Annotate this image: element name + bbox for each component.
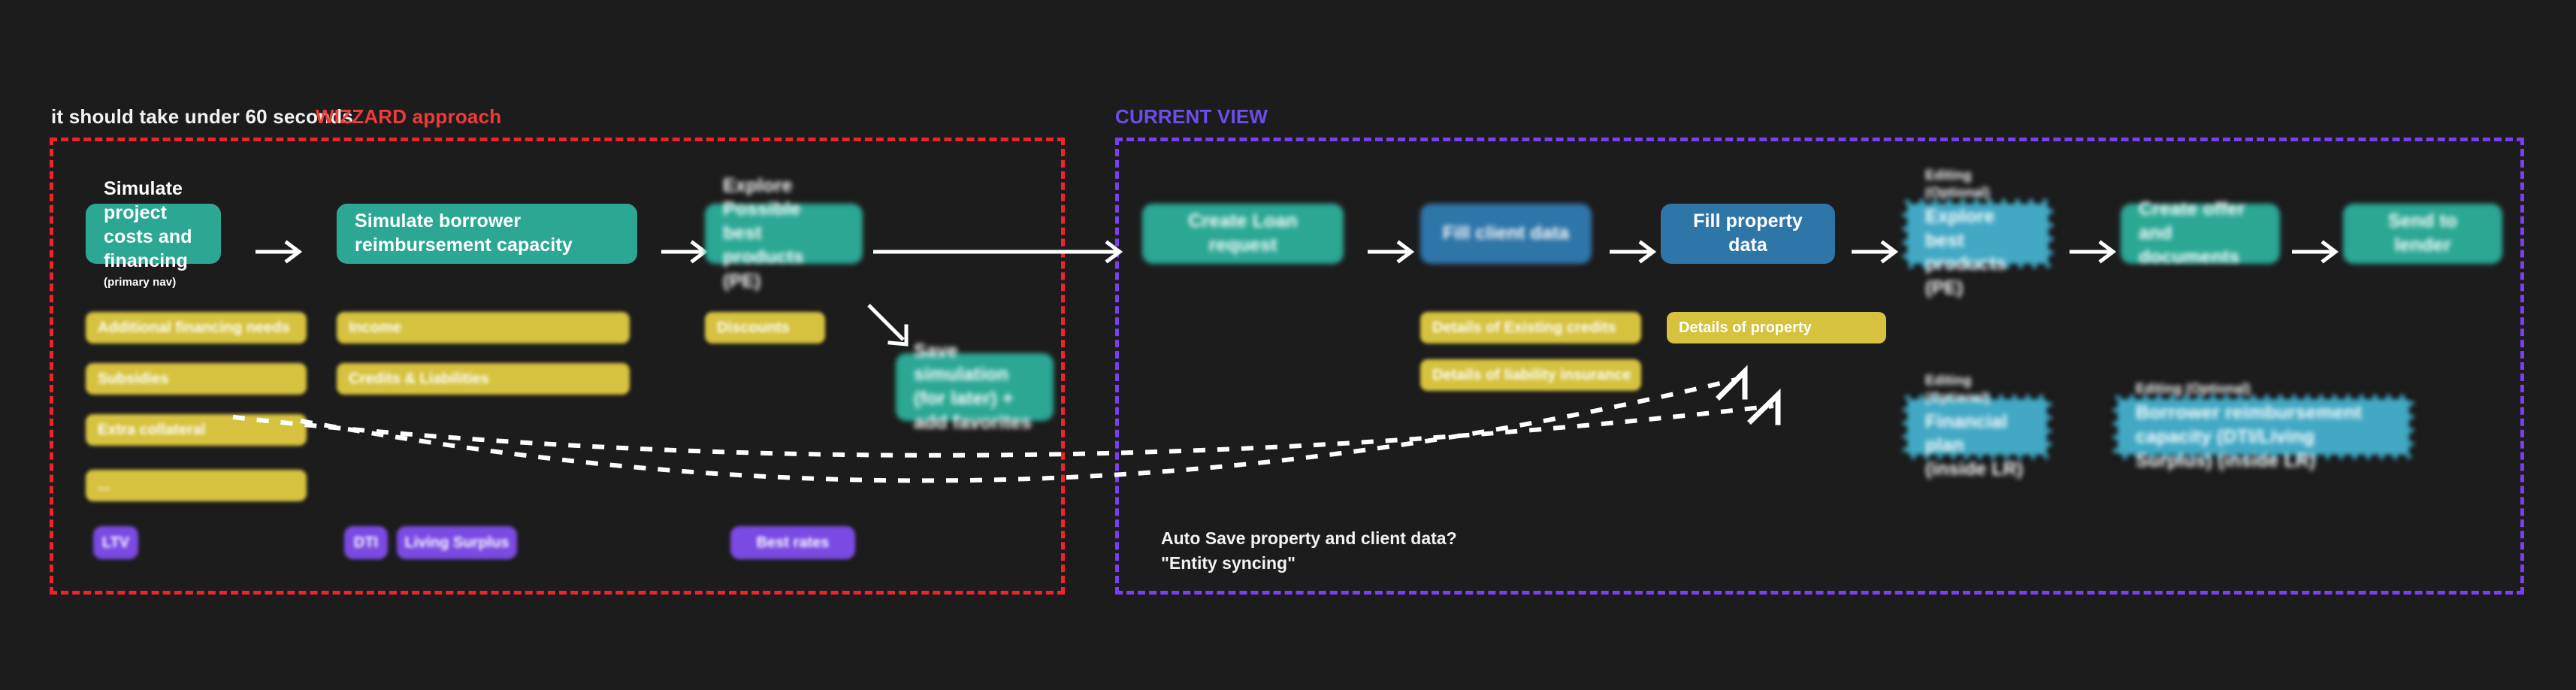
node-simulate-project-costs[interactable]: Simulate project costs and financing (pr… — [86, 178, 221, 289]
current-view-region-frame — [1115, 138, 2524, 595]
card-editing-borrower-reimbursement-capacity[interactable]: Editing (Optional) Borrower reimbursemen… — [2113, 381, 2414, 471]
node-label: Send to lender — [2387, 210, 2458, 256]
pill-metric-best-rates[interactable]: Best rates — [730, 526, 855, 559]
pill-metric-living-surplus[interactable]: Living Surplus — [397, 526, 517, 559]
pill-metric-ltv[interactable]: LTV — [93, 526, 138, 559]
pill-label: Details of Existing credits — [1432, 319, 1616, 336]
pill-label: Best rates — [756, 534, 830, 551]
node-label: Fill client data — [1442, 222, 1570, 244]
card-label: Editing (Optional) Borrower reimbursemen… — [2136, 380, 2391, 473]
pill-additional-financing-needs[interactable]: Additional financing needs — [86, 312, 307, 343]
node-create-loan-request[interactable]: Create Loan request — [1142, 204, 1344, 264]
left-section-caption-primary: it should take under 60 seconds — [51, 105, 354, 128]
card-header: Editing (Optional) — [2136, 381, 2251, 397]
node-label: Simulate project costs and financing (pr… — [104, 177, 203, 289]
card-editing-financial-plan[interactable]: Editing (Optional) Financial plan (insid… — [1903, 373, 2051, 480]
node-save-simulation[interactable]: Save simulation (for later) + add favori… — [896, 340, 1054, 433]
pill-label: ... — [98, 477, 110, 494]
node-label: Simulate borrower reimbursement capacity — [355, 210, 573, 256]
node-send-to-lender[interactable]: Send to lender — [2343, 204, 2502, 264]
node-label: Fill property data — [1693, 210, 1803, 256]
node-fill-property-data[interactable]: Fill property data — [1661, 204, 1835, 264]
pill-label: Extra collateral — [98, 421, 206, 438]
pill-income[interactable]: Income — [337, 312, 630, 343]
node-fill-client-data[interactable]: Fill client data — [1420, 204, 1592, 264]
pill-details-of-property[interactable]: Details of property — [1667, 312, 1886, 343]
node-label: Create offer and documents — [2139, 198, 2245, 268]
arrow-explore-to-current-view — [872, 239, 1127, 265]
node-header: Editing (Optional) — [1925, 168, 1990, 200]
node-create-offer-and-documents[interactable]: Create offer and documents — [2121, 198, 2280, 268]
wizzard-region-frame — [50, 138, 1065, 595]
node-explore-possible-best-products[interactable]: Explore Possible best products (PE) — [705, 175, 863, 292]
node-label: Create Loan request — [1188, 210, 1298, 256]
pill-label: DTI — [353, 534, 379, 551]
pill-label: Living Surplus — [404, 534, 509, 551]
entity-syncing-note: Auto Save property and client data? "Ent… — [1161, 528, 1457, 573]
pill-credits-and-liabilities[interactable]: Credits & Liabilities — [337, 363, 630, 395]
node-label: Explore Possible best products (PE) — [723, 174, 804, 292]
arrow-step1-to-step2 — [254, 239, 307, 265]
pill-label: Credits & Liabilities — [349, 370, 489, 387]
right-section-caption: CURRENT VIEW — [1115, 105, 1268, 128]
card-header: Editing (Optional) — [1925, 373, 1990, 405]
arrow-property-data-to-explore-products — [1850, 239, 1903, 265]
pill-details-of-liability-insurance[interactable]: Details of liability insurance — [1420, 359, 1641, 391]
arrow-explore-to-save-simulation — [864, 301, 924, 361]
arrow-loan-request-to-client-data — [1366, 239, 1419, 265]
pill-label: Details of property — [1679, 319, 1812, 336]
pill-label: LTV — [101, 534, 130, 551]
node-explore-best-products-editing[interactable]: Editing (Optional) Explore best products… — [1903, 168, 2053, 298]
node-sublabel: (primary nav) — [104, 276, 177, 289]
arrow-client-data-to-property-data — [1608, 239, 1661, 265]
pill-label: Details of liability insurance — [1432, 366, 1631, 383]
pill-extra-collateral[interactable]: Extra collateral — [86, 414, 307, 446]
pill-discounts[interactable]: Discounts — [705, 312, 825, 343]
node-label: Save simulation (for later) + add favori… — [914, 340, 1032, 433]
pill-label: Subsidies — [98, 370, 169, 387]
pill-subsidies[interactable]: Subsidies — [86, 363, 307, 395]
pill-label: Discounts — [717, 319, 790, 336]
arrow-explore-products-to-create-offer — [2068, 239, 2121, 265]
card-label: Editing (Optional) Financial plan (insid… — [1925, 372, 2029, 482]
node-simulate-borrower-capacity[interactable]: Simulate borrower reimbursement capacity — [337, 204, 637, 264]
pill-metric-dti[interactable]: DTI — [344, 526, 388, 559]
pill-details-of-existing-credits[interactable]: Details of Existing credits — [1420, 312, 1641, 343]
pill-more-financing[interactable]: ... — [86, 470, 307, 501]
left-section-caption-secondary: WIZZARD approach — [316, 105, 502, 128]
node-label: Editing (Optional) Explore best products… — [1925, 167, 2030, 301]
pill-label: Additional financing needs — [98, 319, 290, 336]
pill-label: Income — [349, 319, 402, 336]
arrow-create-offer-to-send-to-lender — [2290, 239, 2343, 265]
